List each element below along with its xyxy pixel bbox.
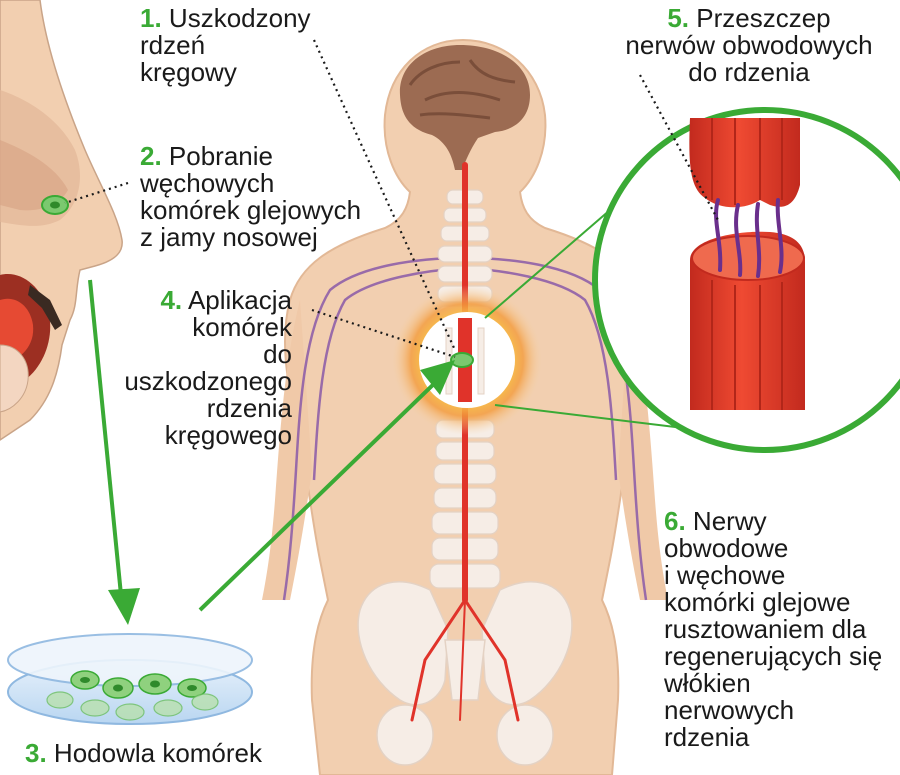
step4-line4: uszkodzonego — [124, 366, 292, 396]
step6-line4: komórki glejowe — [664, 587, 851, 617]
flow-arrows — [88, 279, 455, 625]
step2-line3: komórek glejowych — [140, 195, 362, 225]
pelvis — [357, 581, 573, 766]
step1-number: 1. — [140, 3, 162, 33]
step6-line3: i węchowe — [664, 560, 786, 590]
step3-number: 3. — [25, 738, 47, 768]
step5-line2: nerwów obwodowych — [625, 30, 873, 60]
injury-site — [392, 285, 542, 435]
step4-number: 4. — [160, 285, 183, 315]
label-step5: 5. Przeszczep nerwów obwodowych do rdzen… — [610, 5, 888, 86]
step6-line2: obwodowe — [664, 533, 789, 563]
step4-line1: Aplikacja — [187, 285, 292, 315]
brain — [399, 45, 530, 170]
step6-line8: nerwowych — [664, 695, 795, 725]
step2-line1: Pobranie — [168, 141, 273, 171]
step4-line6: kręgowego — [164, 420, 292, 450]
step1-line1: Uszkodzony — [168, 3, 311, 33]
label-step1: 1. Uszkodzony rdzeń kręgowy — [140, 5, 311, 86]
step1-line3: kręgowy — [140, 57, 237, 87]
step6-number: 6. — [664, 506, 686, 536]
step6-line1: Nerwy — [692, 506, 767, 536]
step4-line3: do — [263, 339, 292, 369]
step6-line5: rusztowaniem dla — [664, 614, 867, 644]
step5-line3: do rdzenia — [688, 57, 810, 87]
zoom-line-top — [484, 209, 611, 319]
step6-line9: rdzenia — [664, 722, 750, 752]
cultured-cells — [46, 670, 219, 721]
applied-cell — [450, 352, 474, 368]
label-step3: 3. Hodowla komórek — [25, 740, 262, 767]
step2-line2: węchowych — [140, 168, 275, 198]
step5-line1: Przeszczep — [696, 3, 831, 33]
step6-line7: włókien — [664, 668, 751, 698]
petri-dish — [7, 633, 253, 725]
label-step2: 2. Pobranie węchowych komórek glejowych … — [140, 143, 361, 251]
step2-line4: z jamy nosowej — [140, 222, 318, 252]
head-profile — [0, 0, 123, 441]
magnified-graft — [592, 107, 900, 453]
label-step6: 6. Nerwy obwodowe i węchowe komórki glej… — [664, 508, 882, 751]
step6-line6: regenerujących się — [664, 641, 883, 671]
step4-line5: rdzenia — [206, 393, 292, 423]
step1-line2: rdzeń — [140, 30, 206, 60]
step2-number: 2. — [140, 141, 162, 171]
leader-lines — [64, 39, 719, 359]
step5-number: 5. — [667, 3, 690, 33]
zoom-line-bottom — [494, 404, 701, 431]
step3-line1: Hodowla komórek — [53, 738, 263, 768]
step4-line2: komórek — [192, 312, 292, 342]
label-step4: 4. Aplikacja komórek do uszkodzonego rdz… — [100, 287, 292, 449]
